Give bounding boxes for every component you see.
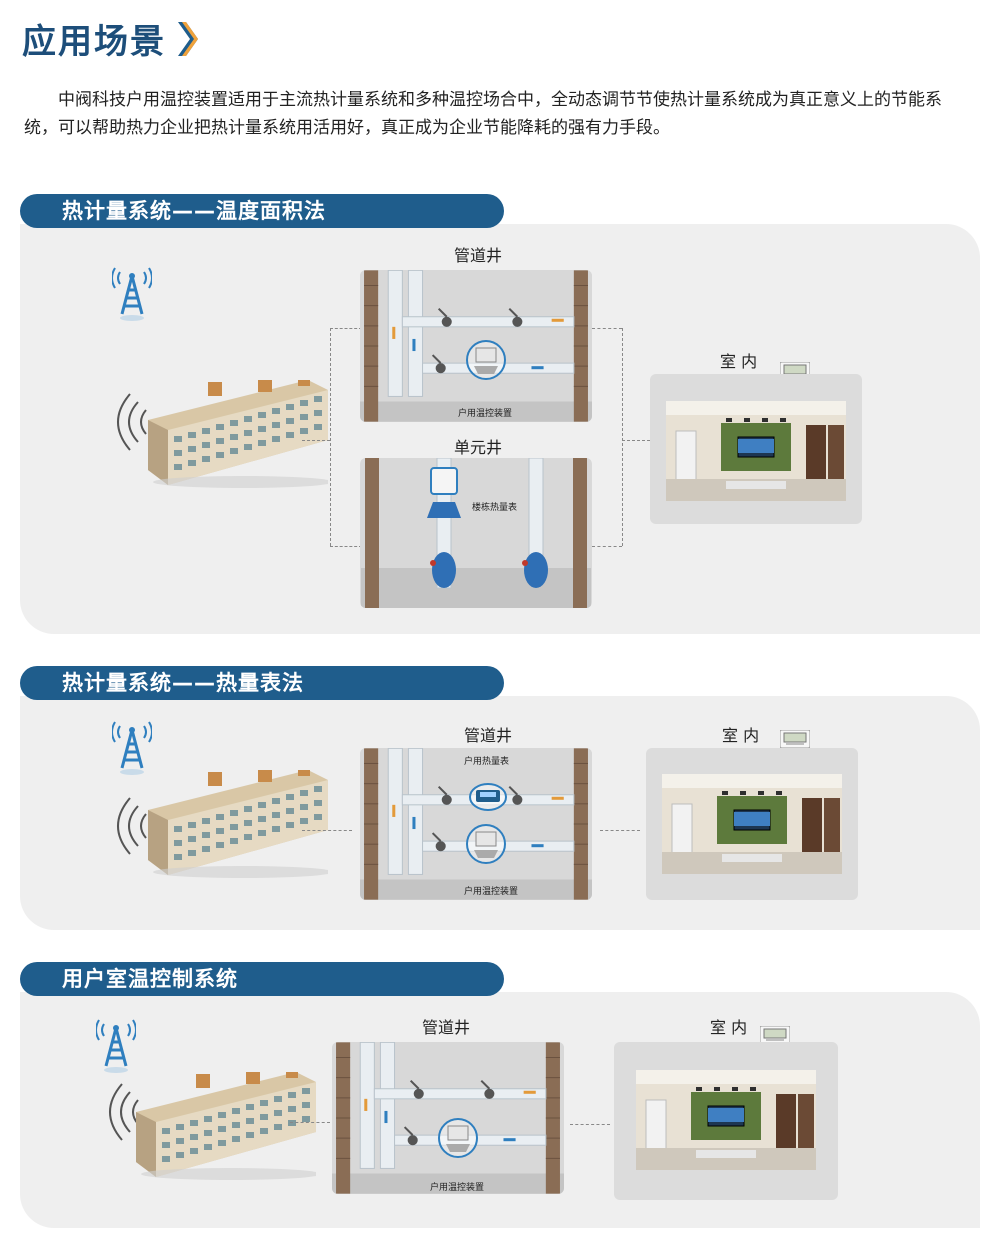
indoor-room-image [614,1042,838,1200]
building-image [148,380,328,490]
thermostat-icon [780,730,810,748]
device-label: 户用温控装置 [430,1183,485,1193]
pipe-shaft-image: 户用温控装置 [360,270,592,422]
signal-waves-icon [108,796,148,856]
unit-shaft-image: 楼栋热量表 [360,458,592,608]
unit-shaft-label: 单元井 [454,438,503,457]
section-heat-meter: 热计量系统——热量表法 管道井 户用热量表 户用温控装置 室 内 [20,666,980,930]
chevron-right-icon [178,22,198,56]
indoor-label: 室 内 [710,1018,748,1037]
section-temperature-area: 热计量系统——温度面积法 管道井 户用温控装置 单元井 楼栋热量表 室 内 [20,194,980,634]
device-label: 户用温控装置 [464,887,519,897]
indoor-label: 室 内 [720,352,758,371]
shaft-label: 管道井 [422,1018,471,1037]
signal-tower-icon [112,718,152,778]
intro-paragraph: 中阀科技户用温控装置适用于主流热计量系统和多种温控场合中，全动态调节节使热计量系… [24,90,942,138]
temperature-control-device-icon [438,1118,478,1158]
shaft-label: 管道井 [464,726,513,745]
building-image [148,770,328,880]
signal-tower-icon [112,264,152,324]
signal-tower-icon [96,1016,136,1076]
page-title: 应用场景 [22,22,166,62]
section-title: 热计量系统——温度面积法 [20,194,504,228]
temperature-control-device-icon [466,340,506,380]
pipe-shaft-image: 户用温控装置 [332,1042,564,1194]
shaft-label: 管道井 [454,246,503,265]
section-title: 用户室温控制系统 [20,962,504,996]
indoor-room-image [646,748,858,900]
section-room-temperature-control: 用户室温控制系统 管道井 户用温控装置 室 内 [20,962,980,1228]
building-meter-label: 楼栋热量表 [472,503,518,513]
temperature-control-device-icon [466,824,506,864]
heat-meter-label: 户用热量表 [464,757,510,767]
heat-meter-icon [468,782,508,812]
indoor-label: 室 内 [722,726,760,745]
pipe-shaft-image: 户用热量表 户用温控装置 [360,748,592,900]
building-image [136,1072,316,1182]
section-title: 热计量系统——热量表法 [20,666,504,700]
device-label: 户用温控装置 [458,409,513,419]
indoor-room-image [650,374,862,524]
signal-waves-icon [108,392,148,452]
signal-waves-icon [100,1082,140,1142]
